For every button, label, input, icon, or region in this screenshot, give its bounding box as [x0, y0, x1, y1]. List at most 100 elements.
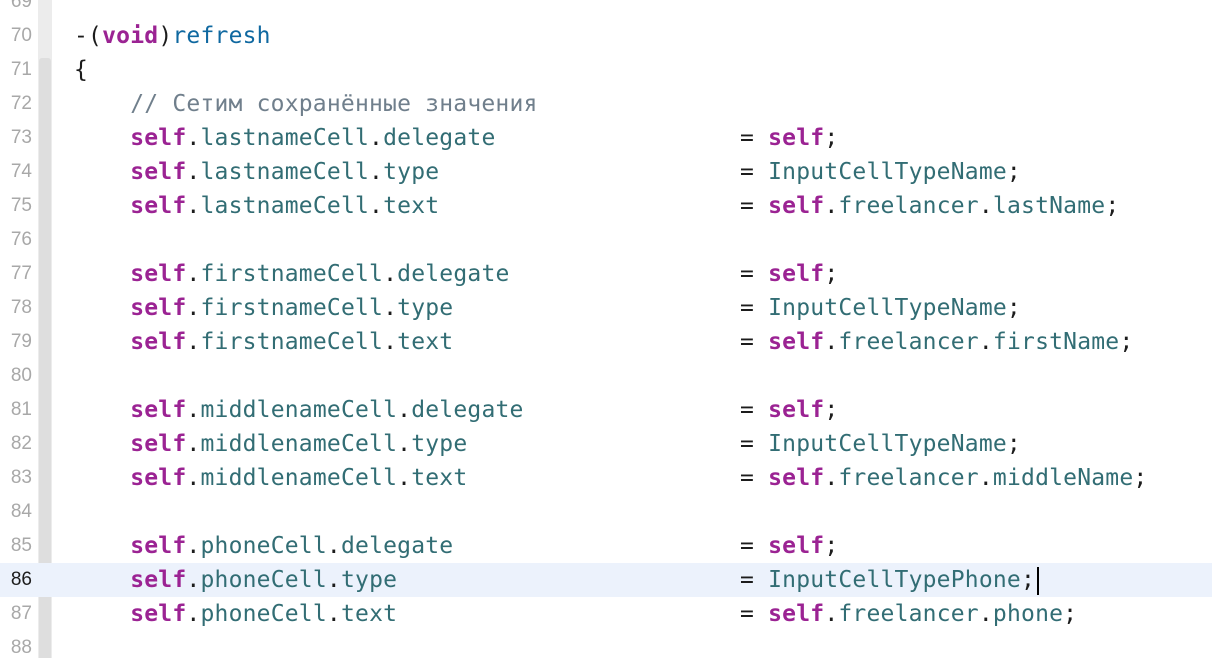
code-token: { [74, 57, 89, 83]
code-line[interactable]: 88 [0, 631, 1212, 658]
code-text[interactable]: self.phoneCell.type [74, 563, 397, 597]
code-token [74, 193, 130, 219]
code-token: self [768, 261, 825, 287]
code-token: . [186, 193, 201, 219]
code-line[interactable]: 76 [0, 223, 1212, 257]
code-token: self [130, 295, 187, 321]
code-token: ; [1006, 159, 1021, 185]
code-token: . [369, 159, 384, 185]
assignment-value[interactable]: = InputCellTypeName; [740, 291, 1021, 325]
code-text[interactable]: // Сетим сохранённые значения [74, 87, 538, 121]
assignment-value[interactable]: = self; [740, 529, 838, 563]
code-token: . [186, 397, 201, 423]
code-text[interactable]: self.lastnameCell.type [74, 155, 439, 189]
code-token: . [824, 193, 839, 219]
assignment-value[interactable]: = self; [740, 393, 838, 427]
line-number: 76 [10, 229, 32, 250]
code-text[interactable]: self.firstnameCell.type [74, 291, 453, 325]
code-token: self [768, 125, 825, 151]
code-token: lastnameCell [200, 159, 370, 185]
code-text[interactable]: { [74, 53, 88, 87]
line-number: 87 [10, 603, 32, 624]
assignment-value[interactable]: = self; [740, 257, 838, 291]
code-token: text [397, 329, 454, 355]
code-text[interactable]: self.phoneCell.text [74, 597, 397, 631]
code-text[interactable]: self.firstnameCell.delegate [74, 257, 510, 291]
code-token: . [186, 567, 201, 593]
code-line[interactable]: 75 self.lastnameCell.text = self.freelanc… [0, 189, 1212, 223]
code-line[interactable]: 73 self.lastnameCell.delegate= self; [0, 121, 1212, 155]
line-number: 77 [10, 263, 32, 284]
assignment-value[interactable]: = InputCellTypeName; [740, 427, 1021, 461]
code-token: self [130, 159, 187, 185]
code-token: . [978, 465, 993, 491]
code-text[interactable]: self.lastnameCell.text [74, 189, 439, 223]
code-token: middleName [992, 465, 1134, 491]
code-text[interactable]: self.phoneCell.delegate [74, 529, 453, 563]
code-line[interactable]: 80 [0, 359, 1212, 393]
code-line[interactable]: 74 self.lastnameCell.type= InputCellType… [0, 155, 1212, 189]
code-token: InputCellTypeName [768, 295, 1007, 321]
code-line[interactable]: 70-(void)refresh [0, 19, 1212, 53]
line-number: 83 [10, 467, 32, 488]
code-line[interactable]: 78 self.firstnameCell.type= InputCellTyp… [0, 291, 1212, 325]
code-token: . [978, 601, 993, 627]
code-line[interactable]: 71{ [0, 53, 1212, 87]
assignment-value[interactable]: = self.freelancer.firstName; [740, 325, 1133, 359]
code-line[interactable]: 86 self.phoneCell.type= InputCellTypePho… [0, 563, 1212, 597]
code-text[interactable]: self.middlenameCell.delegate [74, 393, 524, 427]
assignment-value[interactable]: = self.freelancer.middleName; [740, 461, 1147, 495]
code-token: . [824, 465, 839, 491]
code-token [74, 465, 130, 491]
code-token: delegate [383, 125, 496, 151]
code-token [74, 261, 130, 287]
code-token: lastnameCell [200, 125, 370, 151]
assignment-value[interactable]: = self.freelancer.phone; [740, 597, 1077, 631]
code-token: delegate [411, 397, 524, 423]
code-token: = [740, 431, 769, 457]
code-line[interactable]: 83 self.middlenameCell.text = self.freela… [0, 461, 1212, 495]
code-line[interactable]: 82 self.middlenameCell.type= InputCellTy… [0, 427, 1212, 461]
assignment-value[interactable]: = InputCellTypePhone; [740, 563, 1040, 597]
code-text[interactable]: self.lastnameCell.delegate [74, 121, 496, 155]
code-line[interactable]: 87 self.phoneCell.text = self.freelancer.… [0, 597, 1212, 631]
code-text[interactable]: -(void)refresh [74, 19, 271, 53]
code-token: . [978, 329, 993, 355]
code-line[interactable]: 85 self.phoneCell.delegate= self; [0, 529, 1212, 563]
code-text[interactable]: self.firstnameCell.text [74, 325, 453, 359]
code-token: self [130, 261, 187, 287]
code-text[interactable]: self.middlenameCell.text [74, 461, 467, 495]
code-token: . [186, 329, 201, 355]
code-fold-ribbon[interactable] [39, 58, 51, 658]
code-token: middlenameCell [200, 397, 398, 423]
code-token: self [130, 601, 187, 627]
code-token: = [740, 159, 769, 185]
line-number: 75 [10, 195, 32, 216]
code-line[interactable]: 84 [0, 495, 1212, 529]
code-token: . [186, 159, 201, 185]
line-number: 79 [10, 331, 32, 352]
code-token: = [740, 397, 769, 423]
code-token: ; [1119, 329, 1134, 355]
code-token: ; [1020, 567, 1036, 593]
code-line[interactable]: 81 self.middlenameCell.delegate= self; [0, 393, 1212, 427]
code-token: -( [74, 23, 103, 49]
assignment-value[interactable]: = InputCellTypeName; [740, 155, 1021, 189]
assignment-value[interactable]: = self; [740, 121, 838, 155]
code-token: self [768, 193, 825, 219]
code-token [74, 295, 130, 321]
code-token: self [768, 533, 825, 559]
code-line[interactable]: 72 // Сетим сохранённые значения [0, 87, 1212, 121]
line-number: 84 [10, 501, 32, 522]
code-token: = [740, 193, 769, 219]
assignment-value[interactable]: = self.freelancer.lastName; [740, 189, 1119, 223]
code-line[interactable]: 79 self.firstnameCell.text= self.freelan… [0, 325, 1212, 359]
code-text[interactable]: self.middlenameCell.type [74, 427, 467, 461]
code-token: = [740, 533, 769, 559]
code-token: self [768, 465, 825, 491]
code-line[interactable]: 77 self.firstnameCell.delegate = self; [0, 257, 1212, 291]
code-line[interactable]: 69 [0, 0, 1212, 19]
code-token [74, 567, 130, 593]
